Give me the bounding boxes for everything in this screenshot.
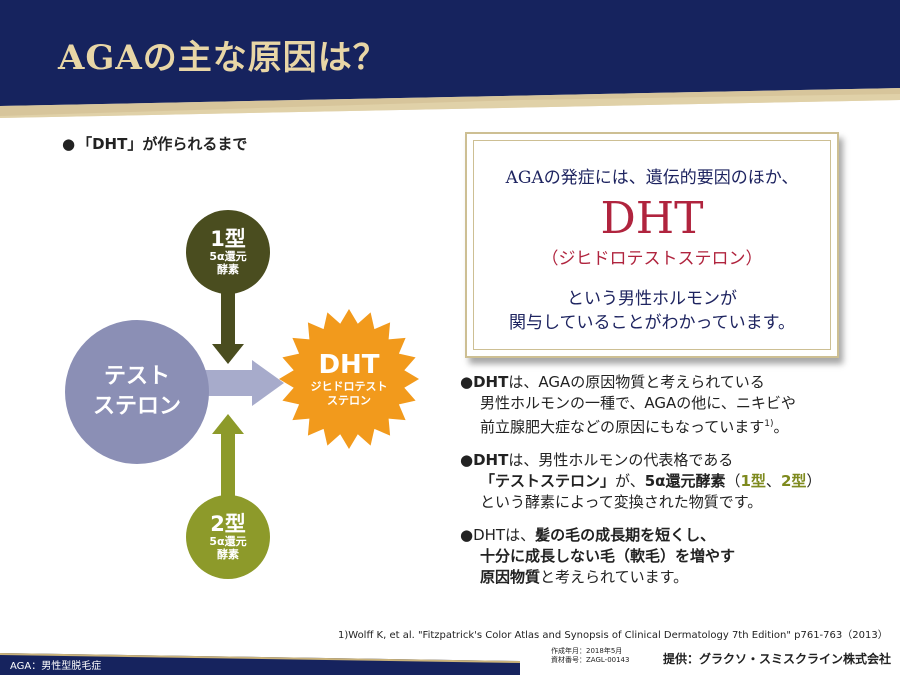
- type2-sub1: 5α還元: [209, 535, 247, 548]
- b2-paren-close: ）: [806, 472, 822, 490]
- b3-line1a: DHTは、: [473, 526, 536, 544]
- doc-date: 作成年月：2018年5月: [551, 647, 623, 655]
- bullet-item-3: ●DHTは、髪の毛の成長期を短くし、 十分に成長しない毛（軟毛）を増やす 原因物…: [460, 525, 880, 588]
- b2-paren-open: （: [725, 472, 741, 490]
- dht-sub1: ジヒドロテスト: [310, 380, 388, 393]
- type1-arrow-head: [212, 344, 244, 364]
- dht-formation-diagram: 1型 5α還元 酵素 テスト ステロン DHT ジヒドロテスト ステロン 2型 …: [0, 150, 440, 610]
- dht-burst: DHT ジヒドロテスト ステロン: [278, 308, 420, 450]
- b1-term: DHT: [473, 373, 509, 391]
- b2-line3: という酵素によって変換された物質です。: [480, 493, 763, 511]
- bullet-mark: ●: [460, 451, 474, 469]
- type2-label: 2型: [210, 512, 246, 536]
- dht-label: DHT: [318, 350, 380, 380]
- bullet-mark: ●: [460, 526, 474, 544]
- type2-arrow-head: [212, 414, 244, 434]
- testosterone-line1: テスト: [103, 364, 170, 389]
- subheading-text: 「DHT」が作られるまで: [77, 135, 248, 153]
- callout-term: DHT: [600, 193, 704, 244]
- page-title: AGAの主な原因は？: [58, 38, 388, 78]
- b1-line3-end: 。: [773, 418, 789, 436]
- b2-ga: が、: [615, 472, 645, 490]
- bullet-list: ●DHTは、AGAの原因物質と考えられている 男性ホルモンの一種で、AGAの他に…: [460, 372, 880, 600]
- bullet-item-2: ●DHTは、男性ホルモンの代表格である 「テストステロン」が、5α還元酵素（1型…: [460, 450, 880, 513]
- type1-label: 1型: [210, 227, 246, 251]
- burst-star: [279, 309, 419, 449]
- bullet-mark: ●: [62, 135, 76, 153]
- main-arrow-head: [252, 360, 284, 406]
- header-band: [0, 0, 900, 120]
- callout-line2: 関与していることがわかっています。: [509, 313, 795, 333]
- type1-enzyme-circle: 1型 5α還元 酵素: [186, 210, 270, 294]
- doc-number: 資材番号：ZAGL-00143: [551, 656, 630, 664]
- b2-type2: 2型: [780, 472, 807, 490]
- burst-shape: [279, 309, 419, 449]
- reference-footnote: 1)Wolff K, et al. "Fitzpatrick's Color A…: [338, 630, 888, 641]
- type2-enzyme-circle: 2型 5α還元 酵素: [186, 495, 270, 579]
- type2-arrow-shaft: [221, 432, 235, 498]
- b3-line3b: と考えられています。: [540, 568, 689, 586]
- provider-credit: 提供：グラクソ・スミスクライン株式会社: [663, 652, 892, 666]
- type1-arrow-shaft: [221, 288, 235, 346]
- b3-line3a: 原因物質: [480, 568, 541, 586]
- b3-line1b: 髪の毛の成長期を短くし、: [535, 526, 716, 544]
- bullet-item-1: ●DHTは、AGAの原因物質と考えられている 男性ホルモンの一種で、AGAの他に…: [460, 372, 880, 438]
- document-info: 作成年月：2018年5月 資材番号：ZAGL-00143: [551, 647, 629, 665]
- dht-sub2: ステロン: [327, 394, 371, 407]
- arrow-layer: [190, 288, 284, 498]
- b2-testosterone: 「テストステロン」: [480, 472, 616, 490]
- section-subheading: ●「DHT」が作られるまで: [62, 133, 247, 154]
- b2-term: DHT: [473, 451, 509, 469]
- b1-ref: 1): [764, 419, 774, 429]
- b2-line1: は、男性ホルモンの代表格である: [508, 451, 734, 469]
- b3-line2: 十分に成長しない毛（軟毛）を増やす: [480, 547, 736, 565]
- b1-line2: 男性ホルモンの一種で、AGAの他に、ニキビや: [480, 394, 796, 412]
- testosterone-circle: テスト ステロン: [65, 320, 209, 464]
- abbreviation-note: AGA：男性型脱毛症: [10, 661, 102, 672]
- footer-band: [0, 653, 900, 675]
- bullet-mark: ●: [460, 373, 474, 391]
- type1-sub1: 5α還元: [209, 250, 247, 263]
- b1-line1: は、AGAの原因物質と考えられている: [508, 373, 765, 391]
- type1-sub2: 酵素: [217, 263, 239, 276]
- b2-enzyme: 5α還元酵素: [644, 472, 726, 490]
- callout-lead: AGAの発症には、遺伝的要因のほか、: [505, 168, 799, 188]
- callout-line1: という男性ホルモンが: [567, 289, 737, 309]
- callout-term-reading: （ジヒドロテストステロン）: [541, 249, 763, 269]
- type2-sub2: 酵素: [217, 548, 239, 561]
- b1-line3: 前立腺肥大症などの原因にもなっています: [480, 418, 765, 436]
- b2-comma: 、: [765, 472, 781, 490]
- b2-type1: 1型: [740, 472, 766, 490]
- callout-box: AGAの発症には、遺伝的要因のほか、 DHT （ジヒドロテストステロン） という…: [465, 132, 839, 358]
- testosterone-line2: ステロン: [92, 394, 181, 419]
